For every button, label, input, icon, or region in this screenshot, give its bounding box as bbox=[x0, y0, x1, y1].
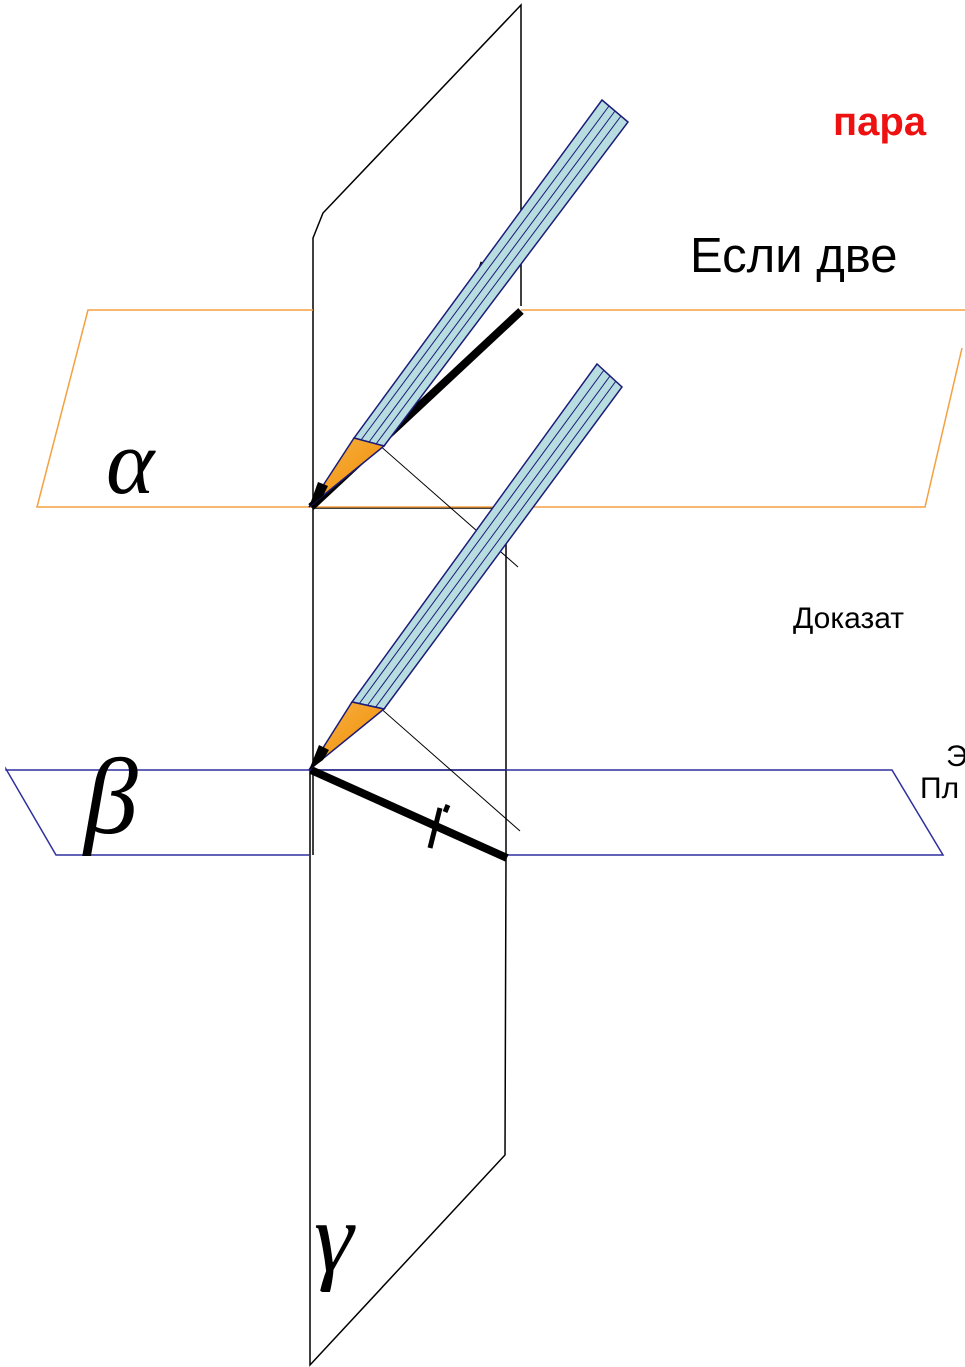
pencil-icon bbox=[308, 98, 630, 508]
helper-line-lower bbox=[377, 705, 521, 832]
proof-label: Доказат bbox=[793, 602, 904, 635]
line-b-singular bbox=[309, 766, 509, 862]
line-b-label-fragment bbox=[427, 804, 451, 849]
plane-alpha bbox=[36, 309, 963, 508]
note-line-1: Эт bbox=[946, 740, 965, 773]
plane-alpha-label: α bbox=[106, 411, 155, 513]
slide-heading: пара bbox=[833, 100, 927, 144]
theorem-statement: Если две bbox=[690, 229, 898, 283]
plane-gamma-upper bbox=[312, 3, 522, 508]
note-line-2: Пл bbox=[920, 772, 960, 805]
pencil-icon bbox=[308, 362, 624, 771]
plane-beta-label: β bbox=[84, 738, 138, 857]
plane-gamma-label: γ bbox=[314, 1182, 354, 1293]
plane-beta bbox=[5, 766, 945, 856]
